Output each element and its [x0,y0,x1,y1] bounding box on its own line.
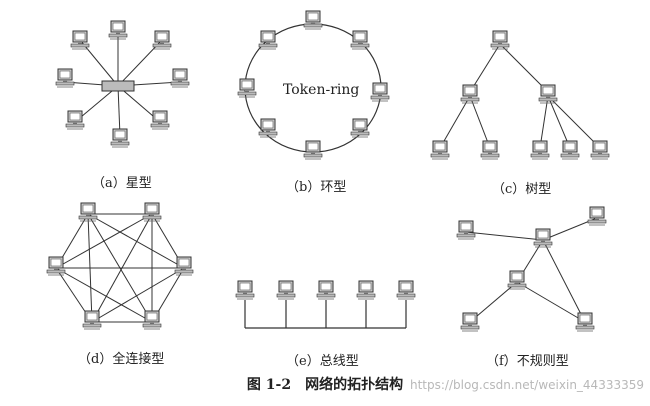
full-mesh-topology [46,202,194,330]
mesh-link [91,267,185,323]
mesh-link [55,267,153,323]
mesh-link [55,213,153,269]
irregular-topology [456,206,607,332]
star-topology [64,30,181,137]
caption-irregular: （f）不规则型 [486,354,569,369]
caption-tree: （c）树型 [492,182,552,197]
ring-label: Token-ring [283,82,359,98]
caption-bus: （e）总线型 [286,354,359,369]
ring-topology: Token-ring [237,10,390,160]
tree-topology [430,30,610,160]
bus-topology [235,280,416,329]
caption-full-mesh: （d）全连接型 [78,352,165,367]
caption-star: （a）星型 [92,176,152,191]
mesh-link [87,213,185,269]
caption-ring: （b）环型 [286,180,347,195]
figure-title: 图 1-2 网络的拓扑结构 [246,377,404,393]
watermark: https://blog.csdn.net/weixin_44333359 [409,378,644,392]
